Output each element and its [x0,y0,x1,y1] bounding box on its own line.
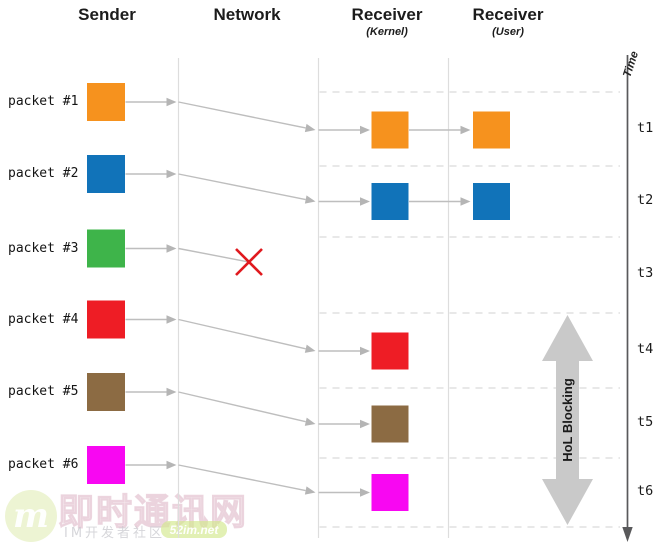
packet-2-sender-square [87,155,125,193]
packet-4-sender-square [87,300,125,339]
packet-2-network-arrow-head [304,195,316,204]
packet-2-user-square [473,183,510,220]
time-tick-t1: t1 [637,120,654,136]
packet-4-kernel-square [371,332,409,370]
packet-6-kernel-square [371,474,409,511]
packet-5-network-arrow-line [178,391,306,423]
packet-5-label: packet #5 [8,384,79,399]
column-subheader-user: (User) [492,26,524,38]
packet-1-network-arrow-head [304,123,316,133]
time-axis-arrowhead [622,527,633,542]
packet-loss-x-mark [235,248,263,276]
packet-4-network-arrow-head [304,344,316,353]
packet-4-label: packet #4 [8,311,79,327]
packet-5-kernel-arrow-head [360,419,370,429]
packet-6-network-arrow-line [178,464,306,492]
packet-4-network-arrow-line [178,318,306,350]
time-tick-t3: t3 [637,265,654,281]
time-tick-t5: t5 [637,414,654,430]
time-tick-t6: t6 [637,482,654,499]
packet-5-send-arrow-head [166,387,177,397]
watermark-logo: m [5,490,57,542]
packet-6-label: packet #6 [8,457,79,472]
column-header-network: Network [213,5,281,24]
packet-6-kernel-arrow-head [360,488,370,497]
packet-5-kernel-square [371,405,409,443]
column-header-receiver-kernel: Receiver [351,5,423,24]
packet-1-kernel-arrow-head [360,125,370,135]
packet-5-sender-square [87,373,125,411]
packet-1-sender-square [87,83,125,121]
watermark-domain-badge: 52im.net [161,521,227,538]
column-header-sender: Sender [78,5,136,24]
packet-6-sender-square [87,446,125,484]
packet-3-sender-square [87,229,125,268]
packet-1-user-arrow-head [460,125,471,135]
column-header-receiver-user: Receiver [472,5,544,24]
watermark-community: IM开发者社区 [64,526,166,541]
packet-3-network-path [178,247,250,263]
packet-4-kernel-arrow-head [360,346,370,356]
packet-2-network-arrow-line [178,173,306,201]
packet-3-label: packet #3 [8,240,79,256]
packet-2-kernel-arrow-head [360,197,370,206]
hol-blocking-label: HoL Blocking [560,378,575,462]
packet-1-label: packet #1 [8,94,79,109]
packet-6-network-arrow-head [304,486,316,495]
time-tick-t2: t2 [637,191,654,208]
packet-1-user-square [473,111,510,149]
packet-1-send-arrow-head [166,97,177,107]
packet-2-send-arrow-head [166,169,177,179]
packet-1-kernel-square [371,111,409,149]
column-subheader-kernel: (Kernel) [366,26,408,38]
packet-2-kernel-square [371,183,409,220]
packet-2-label: packet #2 [8,166,79,181]
time-axis-label: Time [621,49,641,79]
packet-6-send-arrow-head [166,460,177,470]
time-tick-t4: t4 [637,341,654,357]
packet-1-network-arrow-line [178,101,306,129]
packet-5-network-arrow-head [304,417,316,426]
watermark-domain: 52im.net [169,522,219,537]
packet-4-send-arrow-head [166,315,177,324]
packet-3-send-arrow-head [166,244,177,253]
packet-2-user-arrow-head [460,197,471,206]
watermark-logo-letter: m [13,496,49,536]
hol-blocking-arrow [542,315,593,525]
